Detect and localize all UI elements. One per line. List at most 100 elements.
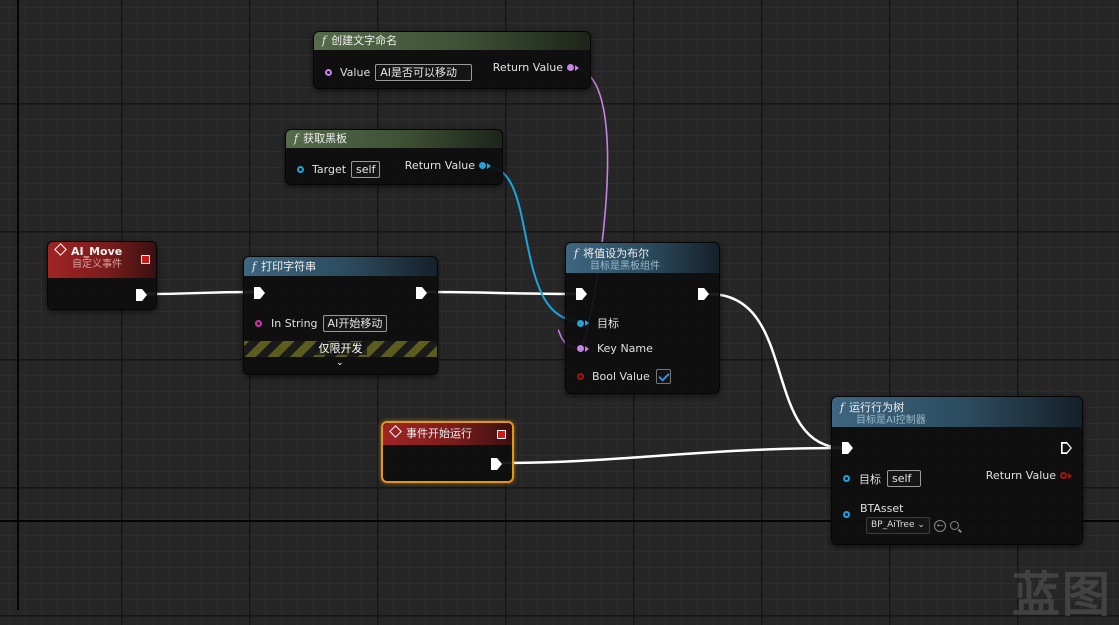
exec-output-pin-icon[interactable] (136, 289, 147, 301)
exec-output-pin-icon[interactable] (1061, 442, 1072, 454)
object-input-pin-icon[interactable] (297, 166, 304, 173)
btasset-dropdown[interactable]: BP_AiTree ⌄ (866, 517, 930, 534)
exec-input-pin-icon[interactable] (842, 442, 853, 454)
event-icon (389, 425, 402, 438)
btasset-label: BTAsset (860, 502, 904, 515)
asset-input-pin-icon[interactable] (843, 511, 850, 518)
return-pin-row: Return Value (405, 159, 491, 172)
object-input-pin-icon[interactable] (577, 319, 584, 327)
node-subtitle: 目标是AI控制器 (856, 415, 926, 426)
use-selected-asset-icon[interactable]: ← (933, 519, 946, 532)
graph-origin-horizontal-line (0, 520, 1119, 522)
btasset-value: BP_AiTree (871, 520, 915, 530)
node-header: 事件开始运行 (383, 423, 512, 445)
delegate-pin-icon[interactable] (141, 255, 150, 264)
exec-out-row (698, 288, 709, 300)
string-input-pin-icon[interactable] (325, 69, 332, 76)
function-icon: f (252, 260, 257, 273)
pin-arrow-icon (585, 345, 589, 352)
string-output-pin-icon[interactable] (567, 64, 574, 71)
exec-wire-ai-move-to-print[interactable] (145, 290, 259, 296)
in-string-pin-row: In String AI开始移动 (255, 315, 388, 332)
in-string-label: In String (271, 317, 318, 330)
in-string-field[interactable]: AI开始移动 (322, 315, 388, 332)
delegate-pin-icon[interactable] (497, 430, 506, 439)
exec-output-pin-icon[interactable] (416, 287, 427, 299)
target-label: Target (312, 163, 347, 176)
node-subtitle: 目标是黑板组件 (590, 261, 660, 272)
exec-out-row (1061, 442, 1072, 454)
node-title: 将值设为布尔 (583, 247, 650, 260)
watermark-text: 蓝图 (1012, 567, 1113, 623)
bool-value-label: Bool Value (592, 370, 650, 383)
value-pin-row: Value AI是否可以移动 (325, 64, 473, 81)
exec-input-pin-icon[interactable] (576, 288, 587, 300)
value-label: Value (340, 66, 371, 79)
bool-output-pin-icon[interactable] (1060, 472, 1067, 479)
node-header: f 打印字符串 (244, 257, 437, 276)
node-ai-move-event[interactable]: AI_Move 自定义事件 (47, 241, 157, 310)
exec-out-row (491, 458, 502, 470)
node-title: AI_Move (71, 245, 123, 258)
node-run-behavior-tree[interactable]: f 运行行为树 目标是AI控制器 目标 self Return Value BTA… (831, 396, 1083, 545)
return-value-label: Return Value (492, 61, 563, 74)
function-icon: f (322, 34, 327, 47)
browse-asset-search-icon[interactable] (949, 521, 959, 530)
object-input-pin-icon[interactable] (843, 475, 850, 482)
target-label: 目标 (859, 472, 881, 486)
node-header: AI_Move 自定义事件 (48, 242, 156, 278)
bool-input-pin-icon[interactable] (577, 373, 584, 380)
pin-arrow-icon (1068, 472, 1072, 479)
target-pin-row: 目标 self (843, 470, 921, 487)
exec-wire-print-to-set-value[interactable] (425, 290, 579, 296)
string-input-pin-icon[interactable] (577, 345, 584, 352)
target-label: 目标 (597, 317, 619, 330)
pin-arrow-icon (487, 162, 491, 169)
return-pin-row: Return Value (493, 61, 579, 74)
string-input-pin-icon[interactable] (255, 320, 262, 327)
chevron-down-icon[interactable]: ⌄ (336, 358, 344, 368)
development-only-label: 仅限开发 (314, 342, 367, 355)
target-field[interactable]: self (351, 161, 381, 178)
node-subtitle: 自定义事件 (72, 259, 122, 270)
graph-origin-vertical-line (17, 0, 19, 610)
node-title: 打印字符串 (261, 260, 317, 273)
btasset-controls-row: BP_AiTree ⌄ ← (866, 517, 959, 534)
node-print-string[interactable]: f 打印字符串 In String AI开始移动 仅限开发 ⌄ (243, 256, 438, 375)
node-set-value-as-bool[interactable]: f 将值设为布尔 目标是黑板组件 目标 Key Name Bool Value (565, 242, 720, 394)
exec-in-row (254, 287, 265, 299)
exec-output-pin-icon[interactable] (698, 288, 709, 300)
value-field[interactable]: AI是否可以移动 (375, 64, 473, 81)
function-icon: f (574, 247, 579, 260)
development-only-banner: 仅限开发 (244, 341, 437, 357)
key-name-pin-row: Key Name (577, 342, 653, 355)
return-pin-row: Return Value (986, 469, 1072, 482)
bool-value-checkbox[interactable] (655, 369, 671, 384)
exec-input-pin-icon[interactable] (254, 287, 265, 299)
btasset-pin-row (843, 511, 850, 518)
event-icon (54, 243, 67, 256)
node-title: 获取黑板 (303, 132, 348, 145)
exec-out-row (136, 289, 147, 301)
exec-out-row (416, 287, 427, 299)
return-value-label: Return Value (404, 159, 475, 172)
exec-output-pin-icon[interactable] (491, 458, 502, 470)
pin-arrow-icon (585, 320, 589, 326)
key-name-label: Key Name (597, 342, 653, 355)
dropdown-arrow-icon: ⌄ (917, 520, 925, 530)
function-icon: f (840, 401, 845, 414)
target-field[interactable]: self (887, 470, 921, 487)
node-begin-play-event[interactable]: 事件开始运行 (381, 421, 514, 483)
exec-wire-set-value-to-run-tree[interactable] (708, 292, 845, 450)
return-value-label: Return Value (985, 469, 1056, 482)
exec-wire-begin-play-to-run-tree[interactable] (499, 446, 845, 465)
target-pin-row: 目标 (577, 315, 619, 331)
node-title: 运行行为树 (849, 401, 905, 414)
btasset-label-row: BTAsset (860, 502, 903, 515)
object-output-pin-icon[interactable] (479, 162, 486, 169)
node-header: f 运行行为树 目标是AI控制器 (832, 397, 1082, 427)
